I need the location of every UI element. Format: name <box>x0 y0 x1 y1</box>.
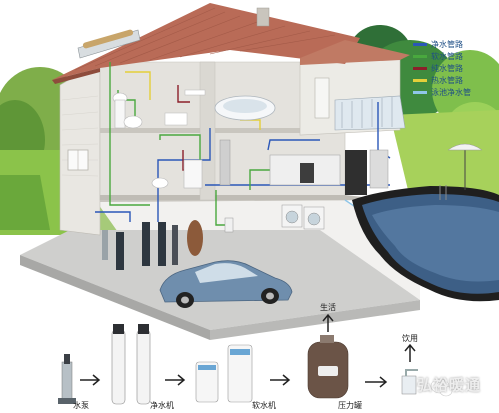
pressure-tank-label: 压力罐 <box>338 401 362 410</box>
flow-arrow-3 <box>270 374 291 386</box>
legend-item-hot: 热水管路 <box>413 74 499 86</box>
purifier-device <box>111 324 151 405</box>
legend-label: 泳池净水管 <box>431 87 471 97</box>
life-label: 生活 <box>320 303 336 312</box>
legend-swatch <box>413 90 427 94</box>
legend-label: 软水管路 <box>431 51 463 61</box>
pressure-tank-device <box>307 335 349 399</box>
pump-device <box>58 354 76 404</box>
legend-item-purified: 净水管路 <box>413 38 499 50</box>
pipe-legend: 净水管路 软水管路 纯水管路 热水管路 泳池净水管 <box>413 38 499 98</box>
flow-arrow-1 <box>80 374 101 386</box>
legend-label: 纯水管路 <box>431 63 463 73</box>
drink-arrow <box>404 343 416 362</box>
legend-swatch <box>413 54 427 58</box>
purifier-label: 净水机 <box>150 401 174 410</box>
drink-label: 饮用 <box>402 334 418 343</box>
solar-heater <box>77 29 141 59</box>
legend-label: 净水管路 <box>431 39 463 49</box>
pump-label: 水泵 <box>73 401 89 410</box>
legend-label: 热水管路 <box>431 75 463 85</box>
legend-item-pool: 泳池净水管 <box>413 86 499 98</box>
flow-arrow-4 <box>365 376 388 388</box>
process-flow <box>58 313 453 405</box>
middle-floor-fixtures <box>151 139 389 230</box>
legend-swatch <box>413 78 427 82</box>
legend-item-pure: 纯水管路 <box>413 62 499 74</box>
faucet-device <box>401 369 418 395</box>
roof <box>52 3 410 84</box>
upstairs-fixtures <box>112 89 276 129</box>
watermark-text: 弘裕暖通 <box>417 376 482 394</box>
car <box>159 260 293 308</box>
wechat-logo-icon <box>430 378 453 397</box>
basement-equipment <box>102 217 234 270</box>
legend-swatch <box>413 66 427 70</box>
life-arrow <box>322 313 334 332</box>
softener-device <box>195 344 253 403</box>
swimming-pool <box>352 143 499 302</box>
flow-arrow-2 <box>165 374 186 386</box>
softener-label: 软水机 <box>252 401 276 410</box>
legend-swatch <box>413 42 427 46</box>
legend-item-softened: 软水管路 <box>413 50 499 62</box>
